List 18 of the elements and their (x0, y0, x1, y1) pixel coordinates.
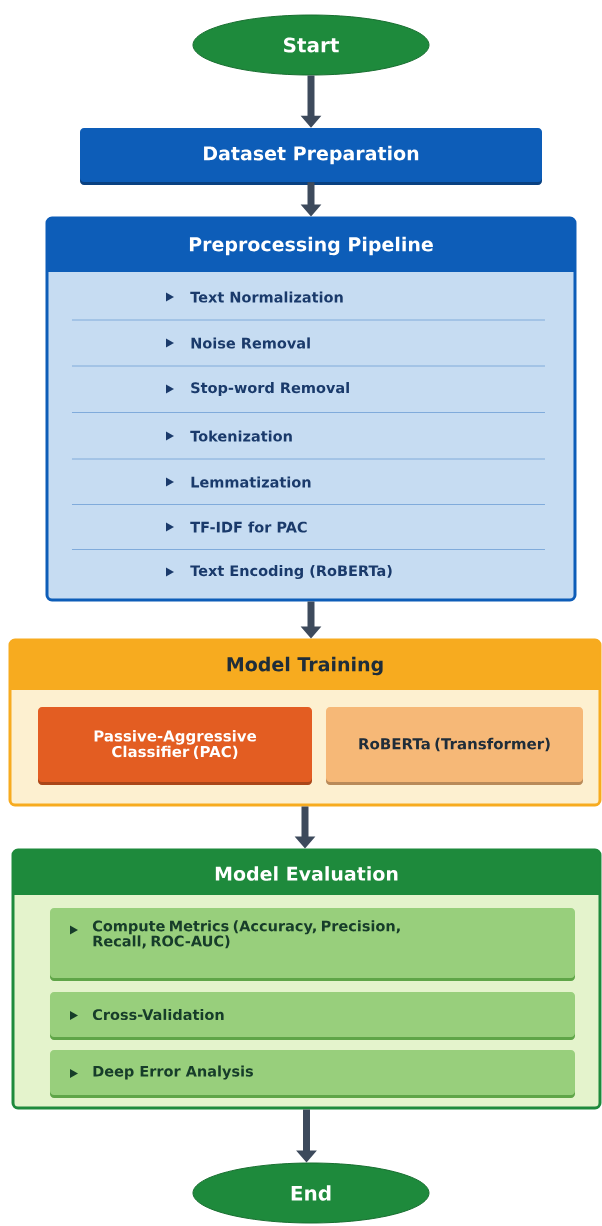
process-box: Dataset Preparation (80, 128, 542, 185)
terminal-oval: Start (192, 14, 430, 76)
panel-heading: Model Evaluation (215, 866, 398, 881)
list-item: TF-IDF for PAC (166, 521, 307, 533)
list-item: Tokenization (166, 430, 292, 442)
list-item: Text Encoding (RoBERTa) (166, 564, 392, 580)
terminal-oval: End (192, 1162, 430, 1224)
step-box: Cross-Validation (50, 992, 575, 1040)
model-card: RoBERTa (Transformer) (326, 707, 583, 785)
step-box: Deep Error Analysis (50, 1050, 575, 1098)
panel-heading: Model Training (227, 656, 383, 676)
list-item: Text Normalization (166, 291, 343, 303)
step-box: Compute Metrics (Accuracy, Precision, Recall, ROC-AUC) (50, 908, 575, 981)
list-item: Lemmatization (166, 476, 311, 488)
list-item: Stop-word Removal (166, 382, 349, 396)
list-item: Noise Removal (166, 337, 310, 349)
panel-heading: Preprocessing Pipeline (189, 236, 433, 256)
model-card: Passive-Aggressive Classifier (PAC) (38, 707, 312, 785)
